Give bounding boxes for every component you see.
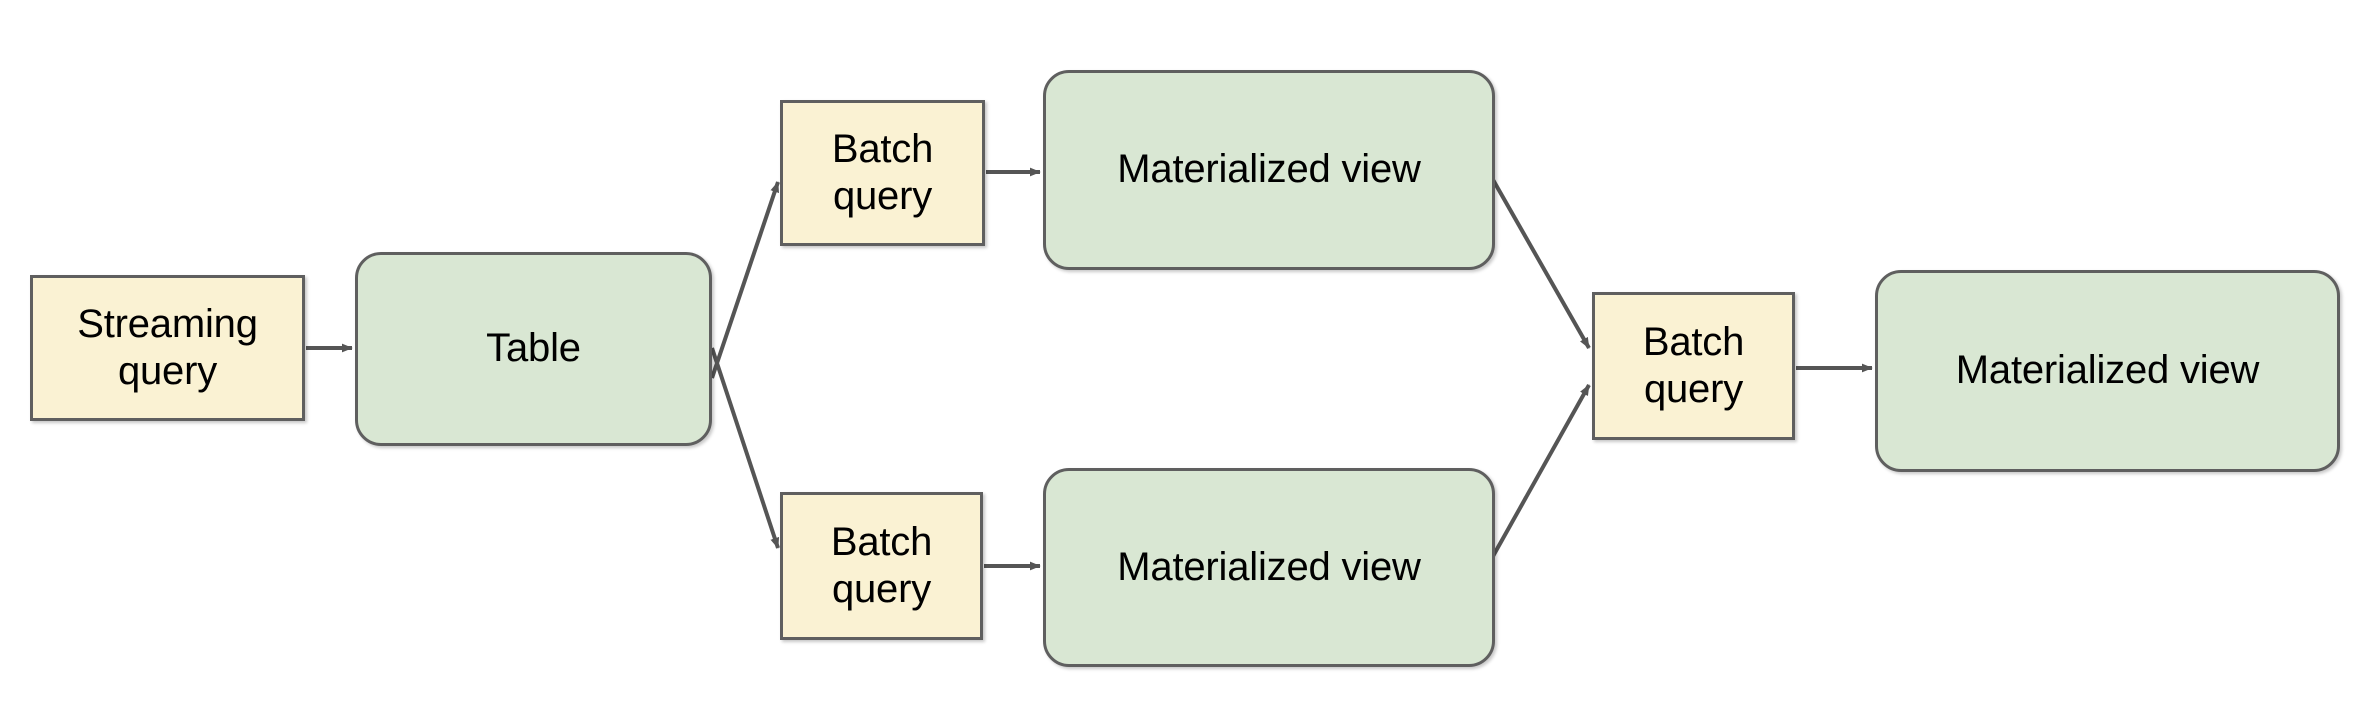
node-batch-query-right[interactable]: Batch query — [1592, 292, 1795, 440]
node-materialized-view-right-label: Materialized view — [1955, 348, 2260, 393]
node-batch-query-bottom-label: Batch query — [830, 519, 933, 611]
edge-table-to-batch-query-top — [710, 181, 780, 379]
node-batch-query-top-label: Batch query — [831, 126, 934, 218]
node-streaming-query-label: Streaming query — [77, 301, 258, 393]
node-materialized-view-bottom-label: Materialized view — [1117, 544, 1421, 589]
node-batch-query-right-label: Batch query — [1642, 319, 1745, 411]
node-streaming-query[interactable]: Streaming query — [30, 275, 305, 421]
node-materialized-view-top[interactable]: Materialized view — [1043, 70, 1495, 270]
node-table-label: Table — [486, 326, 581, 371]
node-materialized-view-top-label: Materialized view — [1117, 147, 1421, 192]
edge-materialized-view-top-to-batch-query-right — [1490, 177, 1591, 349]
node-table[interactable]: Table — [355, 252, 712, 446]
node-materialized-view-right[interactable]: Materialized view — [1875, 270, 2340, 472]
node-materialized-view-bottom[interactable]: Materialized view — [1043, 468, 1495, 667]
edge-table-to-batch-query-bottom — [710, 347, 780, 549]
edge-materialized-view-bottom-to-batch-query-right — [1490, 384, 1591, 559]
node-batch-query-top[interactable]: Batch query — [780, 100, 985, 246]
node-batch-query-bottom[interactable]: Batch query — [780, 492, 983, 640]
